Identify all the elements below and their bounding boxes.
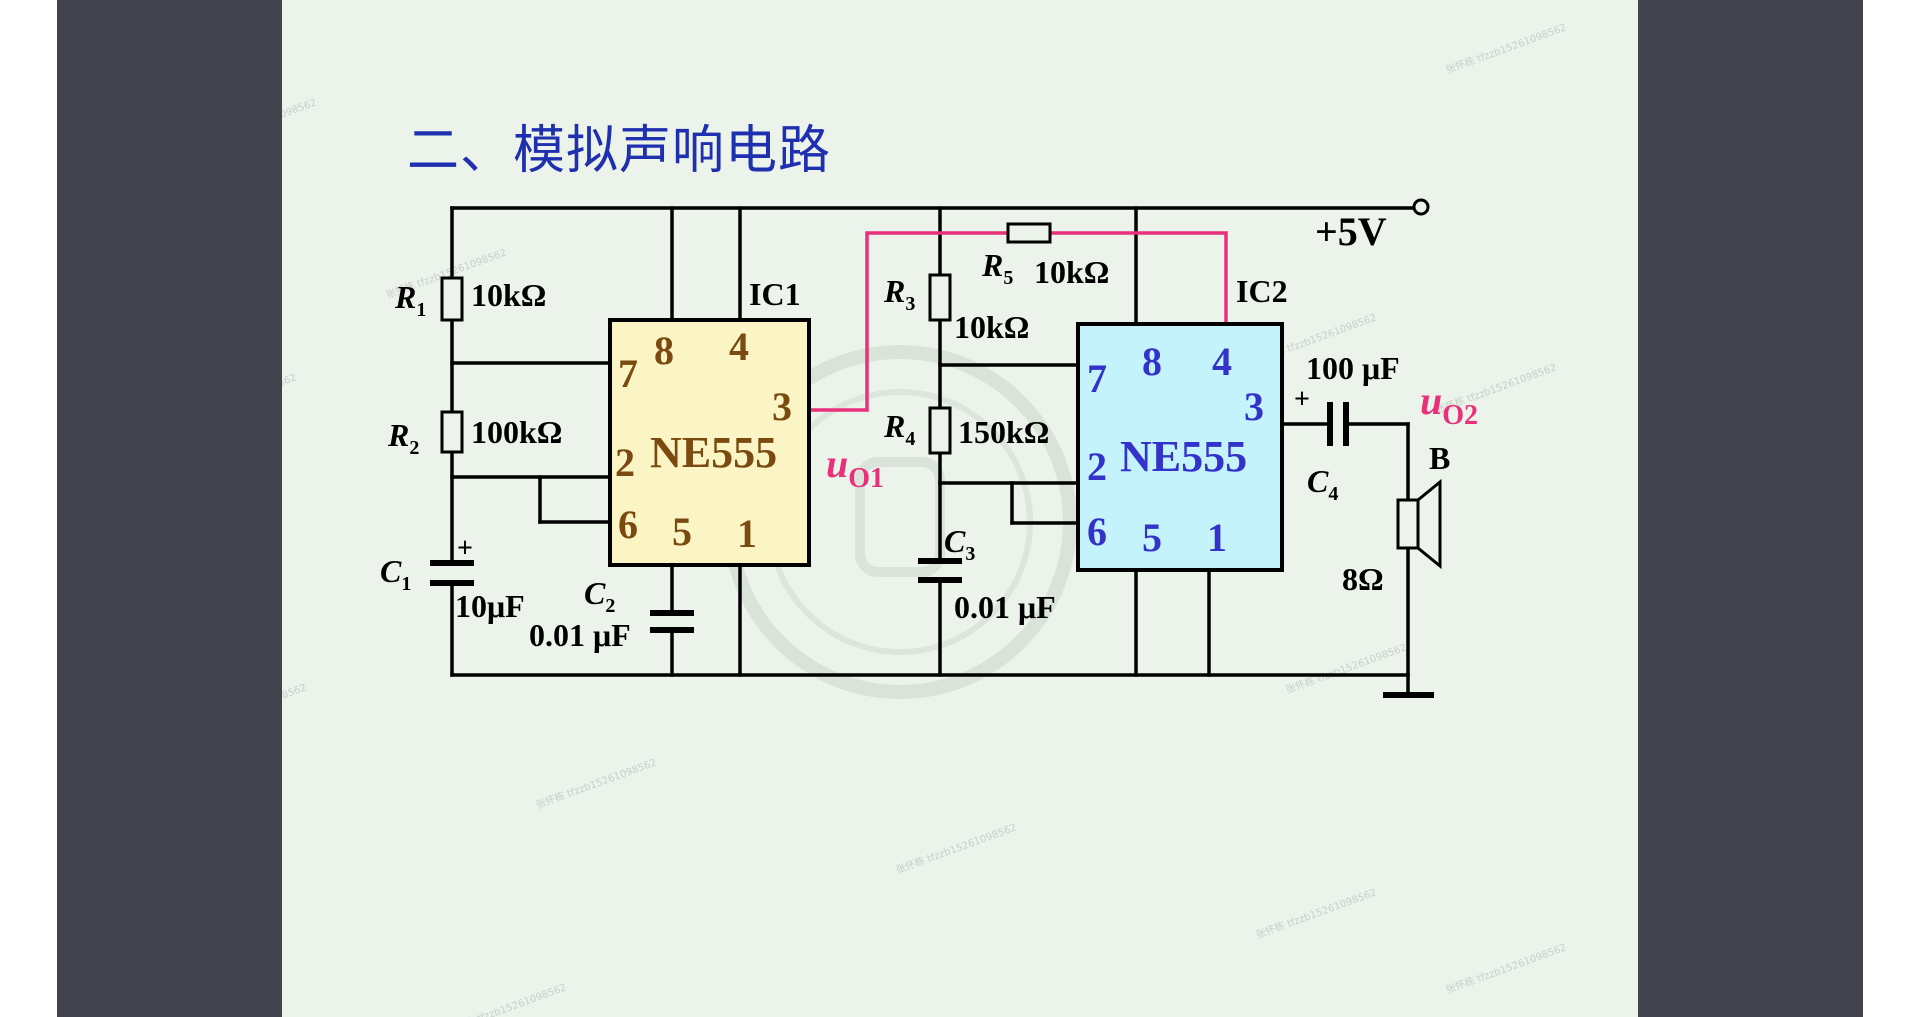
ic1-pin-8: 8: [654, 328, 674, 373]
ic1-name: IC1: [749, 276, 801, 312]
ic2-box: [1076, 322, 1284, 572]
left-frame: [57, 0, 282, 1017]
capacitor-c1: [430, 560, 474, 586]
r1-value: 10kΩ: [471, 277, 546, 313]
c1-value: 10μF: [455, 588, 525, 624]
resistor-r1: [440, 276, 464, 322]
capacitor-c2: [650, 610, 694, 633]
ic1-pin-1: 1: [737, 511, 757, 556]
ic2-name: IC2: [1236, 273, 1288, 309]
ic1-pin-6: 6: [618, 502, 638, 547]
uo2-label: uO2: [1420, 378, 1478, 431]
ic2-pin-4: 4: [1212, 339, 1232, 384]
c1-symbol: C1: [380, 553, 411, 595]
r3-value: 10kΩ: [954, 309, 1029, 345]
r4-value: 150kΩ: [958, 414, 1049, 450]
supply-terminal: [1412, 198, 1430, 216]
c4-symbol: C4: [1307, 463, 1338, 505]
c3-value: 0.01 μF: [954, 589, 1056, 625]
r3-symbol: R3: [883, 273, 915, 315]
slide: 张怀栋 tfzzb15261098562 张怀栋 tfzzb1526109856…: [282, 0, 1638, 1017]
ic2-pin-5: 5: [1142, 515, 1162, 560]
ic2-pin-6: 6: [1087, 509, 1107, 554]
speaker-value: 8Ω: [1342, 561, 1384, 597]
c4-value: 100 μF: [1306, 350, 1400, 386]
c2-symbol: C2: [584, 575, 615, 617]
circuit-diagram: 8 4 7 3 2 6 5 1 NE555 8 4 7 3 2 6 5 1 NE…: [380, 198, 1478, 698]
c4-polarity: +: [1294, 384, 1310, 415]
r2-symbol: R2: [387, 417, 419, 459]
right-frame: [1638, 0, 1863, 1017]
slide-title: 二、模拟声响电路: [407, 121, 832, 181]
ic1-box: [608, 318, 811, 567]
speaker-name: B: [1429, 440, 1450, 476]
uo1-label: uO1: [826, 441, 884, 494]
c3-symbol: C3: [944, 523, 975, 565]
ic2-pin-8: 8: [1142, 339, 1162, 384]
resistor-r4: [928, 406, 952, 455]
ic2-pin-2: 2: [1087, 444, 1107, 489]
resistor-r2: [440, 410, 464, 454]
ic2-pin-1: 1: [1207, 515, 1227, 560]
ic1-chip-label: NE555: [650, 428, 777, 477]
ic1-pin-5: 5: [672, 509, 692, 554]
r5-symbol: R5: [981, 247, 1013, 289]
r4-symbol: R4: [883, 408, 915, 450]
resistor-r3: [928, 273, 952, 322]
speaker-b: [1396, 478, 1442, 570]
ic2-pin-3: 3: [1244, 384, 1264, 429]
r2-value: 100kΩ: [471, 414, 562, 450]
ic1-pin-2: 2: [615, 440, 635, 485]
resistor-r5: [1006, 222, 1052, 244]
r1-symbol: R1: [394, 279, 426, 321]
ic2-chip-label: NE555: [1120, 432, 1247, 481]
ic1-pin-3: 3: [772, 384, 792, 429]
c2-value: 0.01 μF: [529, 617, 631, 653]
capacitor-c3: [918, 558, 962, 583]
c1-polarity: +: [457, 533, 473, 564]
ic1-pin-4: 4: [729, 324, 749, 369]
supply-label: +5V: [1315, 209, 1387, 254]
capacitor-c4: [1327, 402, 1349, 446]
ic1-pin-7: 7: [618, 351, 638, 396]
signal-path: [809, 231, 1228, 412]
r5-value: 10kΩ: [1034, 254, 1109, 290]
ic2-pin-7: 7: [1087, 356, 1107, 401]
